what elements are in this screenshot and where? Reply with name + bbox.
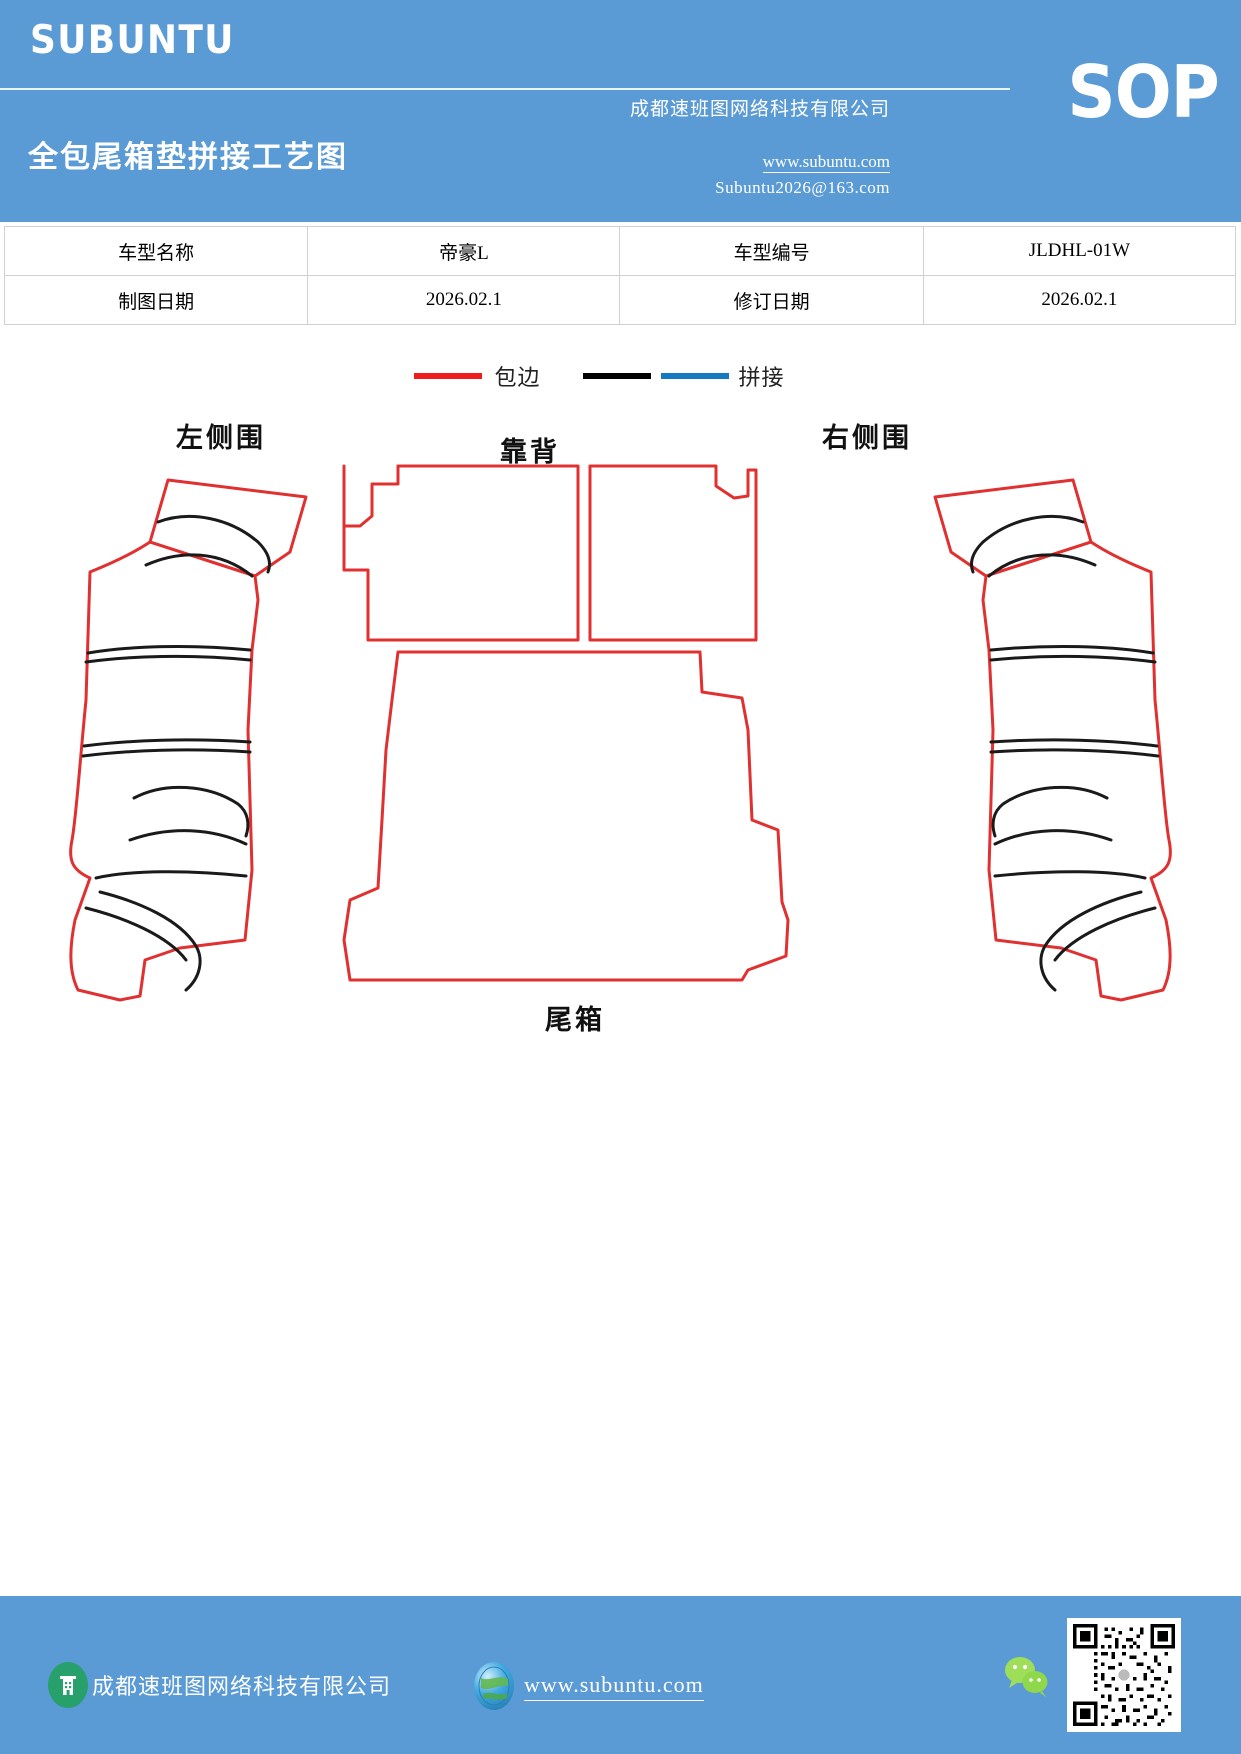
footer-company: 成都速班图网络科技有限公司 xyxy=(48,1662,391,1708)
part-label-trunk: 尾箱 xyxy=(545,1005,605,1036)
page-footer: 成都速班图网络科技有限公司 www.subuntu.com xyxy=(0,1596,1241,1754)
legend-swatch-blue-icon xyxy=(660,373,729,379)
legend-swatch-black-icon xyxy=(582,373,651,379)
header-email: Subuntu2026@163.com xyxy=(715,178,890,197)
legend-label-binding: 包边 xyxy=(494,365,541,390)
header-website-text: www.subuntu.com xyxy=(762,152,890,173)
cell-model-code-value: JLDHL-01W xyxy=(922,226,1237,276)
cell-draw-date-label: 制图日期 xyxy=(3,275,309,325)
footer-website-text: www.subuntu.com xyxy=(524,1672,704,1701)
table-row: 车型名称 帝豪L 车型编号 JLDHL-01W xyxy=(3,226,1237,276)
part-outline-right-side xyxy=(933,478,1172,1002)
cell-model-name-value: 帝豪L xyxy=(307,226,621,276)
drawing-canvas xyxy=(69,464,1172,1002)
part-label-right-side: 右侧围 xyxy=(822,423,912,454)
legend-swatch-red-icon xyxy=(414,373,483,379)
cell-model-name-label: 车型名称 xyxy=(3,226,309,276)
header-website-link[interactable]: www.subuntu.com xyxy=(0,152,1010,173)
legend-item-binding: 包边 xyxy=(414,360,582,392)
cell-draw-date-value: 2026.02.1 xyxy=(307,275,621,325)
wechat-icon xyxy=(1001,1654,1055,1700)
cell-model-code-label: 车型编号 xyxy=(619,226,924,276)
page-title: 全包尾箱垫拼接工艺图 xyxy=(28,140,348,175)
part-label-left-side: 左侧围 xyxy=(176,423,266,454)
part-outline-trunk xyxy=(342,650,790,982)
footer-website[interactable]: www.subuntu.com xyxy=(474,1662,704,1710)
part-outline-backrest xyxy=(342,464,758,642)
cell-revision-date-value: 2026.02.1 xyxy=(922,275,1237,325)
table-row: 制图日期 2026.02.1 修订日期 2026.02.1 xyxy=(3,275,1237,325)
part-label-backrest: 靠背 xyxy=(500,437,560,468)
building-icon xyxy=(48,1662,88,1708)
qr-code xyxy=(1067,1618,1181,1732)
footer-company-name: 成都速班图网络科技有限公司 xyxy=(92,1674,392,1699)
vehicle-info-table: 车型名称 帝豪L 车型编号 JLDHL-01W 制图日期 2026.02.1 修… xyxy=(3,226,1237,325)
technical-drawing: 左侧围 靠背 右侧围 尾箱 xyxy=(0,400,1241,1060)
brand-logo: SUBUNTU xyxy=(30,18,235,63)
header-company-name: 成都速班图网络科技有限公司 xyxy=(629,99,890,120)
sop-badge: SOP xyxy=(1067,50,1220,134)
page-header: SUBUNTU 成都速班图网络科技有限公司 SOP 全包尾箱垫拼接工艺图 www… xyxy=(0,0,1241,222)
legend-item-seam: 拼接 xyxy=(582,360,827,392)
header-divider xyxy=(0,88,1010,90)
globe-icon xyxy=(474,1662,514,1710)
legend-label-seam: 拼接 xyxy=(738,365,785,390)
legend: 包边 拼接 xyxy=(0,360,1241,392)
part-outline-left-side xyxy=(69,478,308,1002)
cell-revision-date-label: 修订日期 xyxy=(619,275,924,325)
